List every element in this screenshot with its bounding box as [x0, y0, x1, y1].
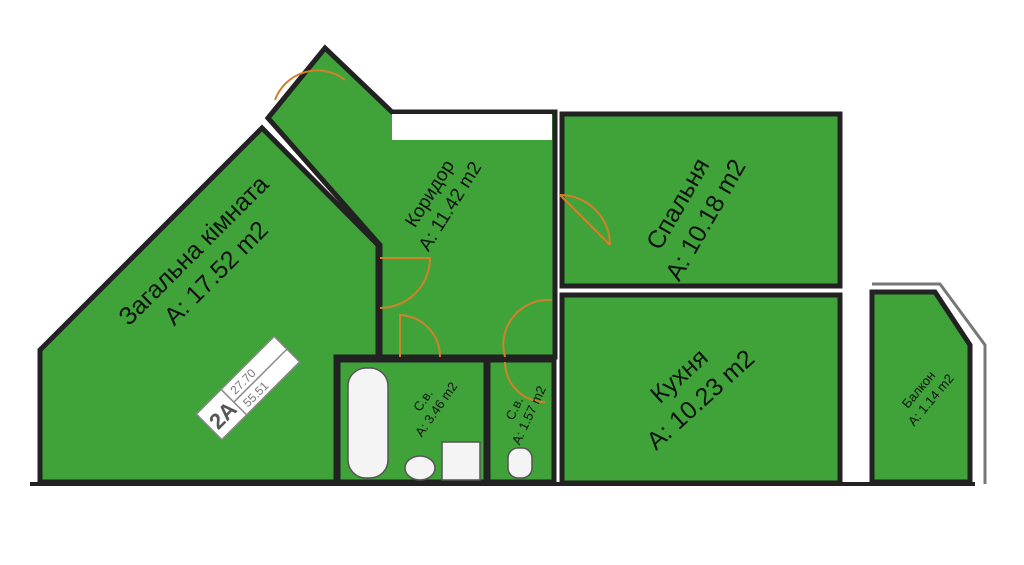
room-bedroom[interactable]: [559, 111, 843, 289]
door-kitchen[interactable]: [502, 298, 553, 358]
door-bedroom[interactable]: [559, 194, 611, 246]
door-entrance[interactable]: [274, 69, 346, 101]
closet: [392, 114, 552, 140]
door-wc[interactable]: [504, 361, 546, 403]
room-kitchen[interactable]: [559, 292, 843, 486]
room-balcony[interactable]: [869, 289, 973, 485]
sink: [404, 455, 436, 481]
door-bathroom[interactable]: [399, 313, 442, 358]
balcony-railing: [872, 282, 987, 484]
washing-machine: [441, 441, 481, 481]
bathtub: [347, 367, 389, 479]
door-living[interactable]: [379, 257, 432, 309]
toilet: [507, 447, 533, 479]
room-living[interactable]: [37, 124, 381, 485]
